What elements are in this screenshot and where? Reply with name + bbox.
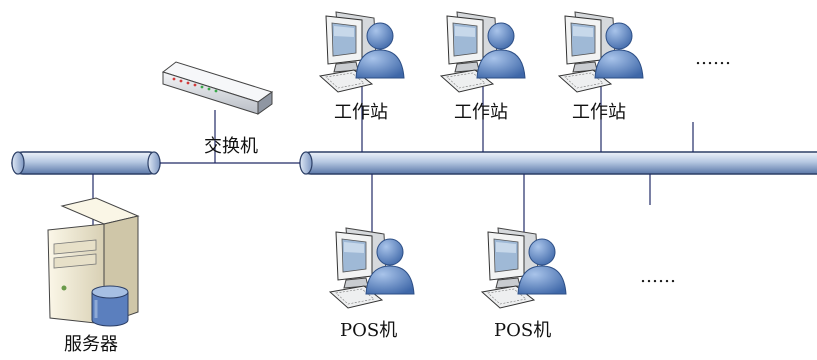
workstation-label: 工作站: [572, 102, 626, 123]
main-bus-cable: [299, 151, 817, 175]
server-icon: [47, 197, 140, 327]
switch-icon: [161, 61, 274, 115]
workstation-label: 工作站: [454, 102, 508, 123]
workstation-icon: [440, 11, 526, 93]
workstation-icon: [319, 11, 405, 93]
workstation-icon: [558, 11, 644, 93]
pos-terminal-icon: [481, 227, 567, 309]
left-bus-cable: [11, 151, 161, 175]
server-label: 服务器: [64, 334, 118, 355]
switch-label: 交换机: [204, 136, 258, 157]
pos-label: POS机: [340, 320, 398, 341]
pos-terminal-icon: [329, 227, 415, 309]
workstation-label: 工作站: [334, 102, 388, 123]
workstation-more-ellipsis: ……: [695, 48, 731, 69]
pos-more-ellipsis: ……: [640, 266, 676, 287]
pos-label: POS机: [494, 320, 552, 341]
